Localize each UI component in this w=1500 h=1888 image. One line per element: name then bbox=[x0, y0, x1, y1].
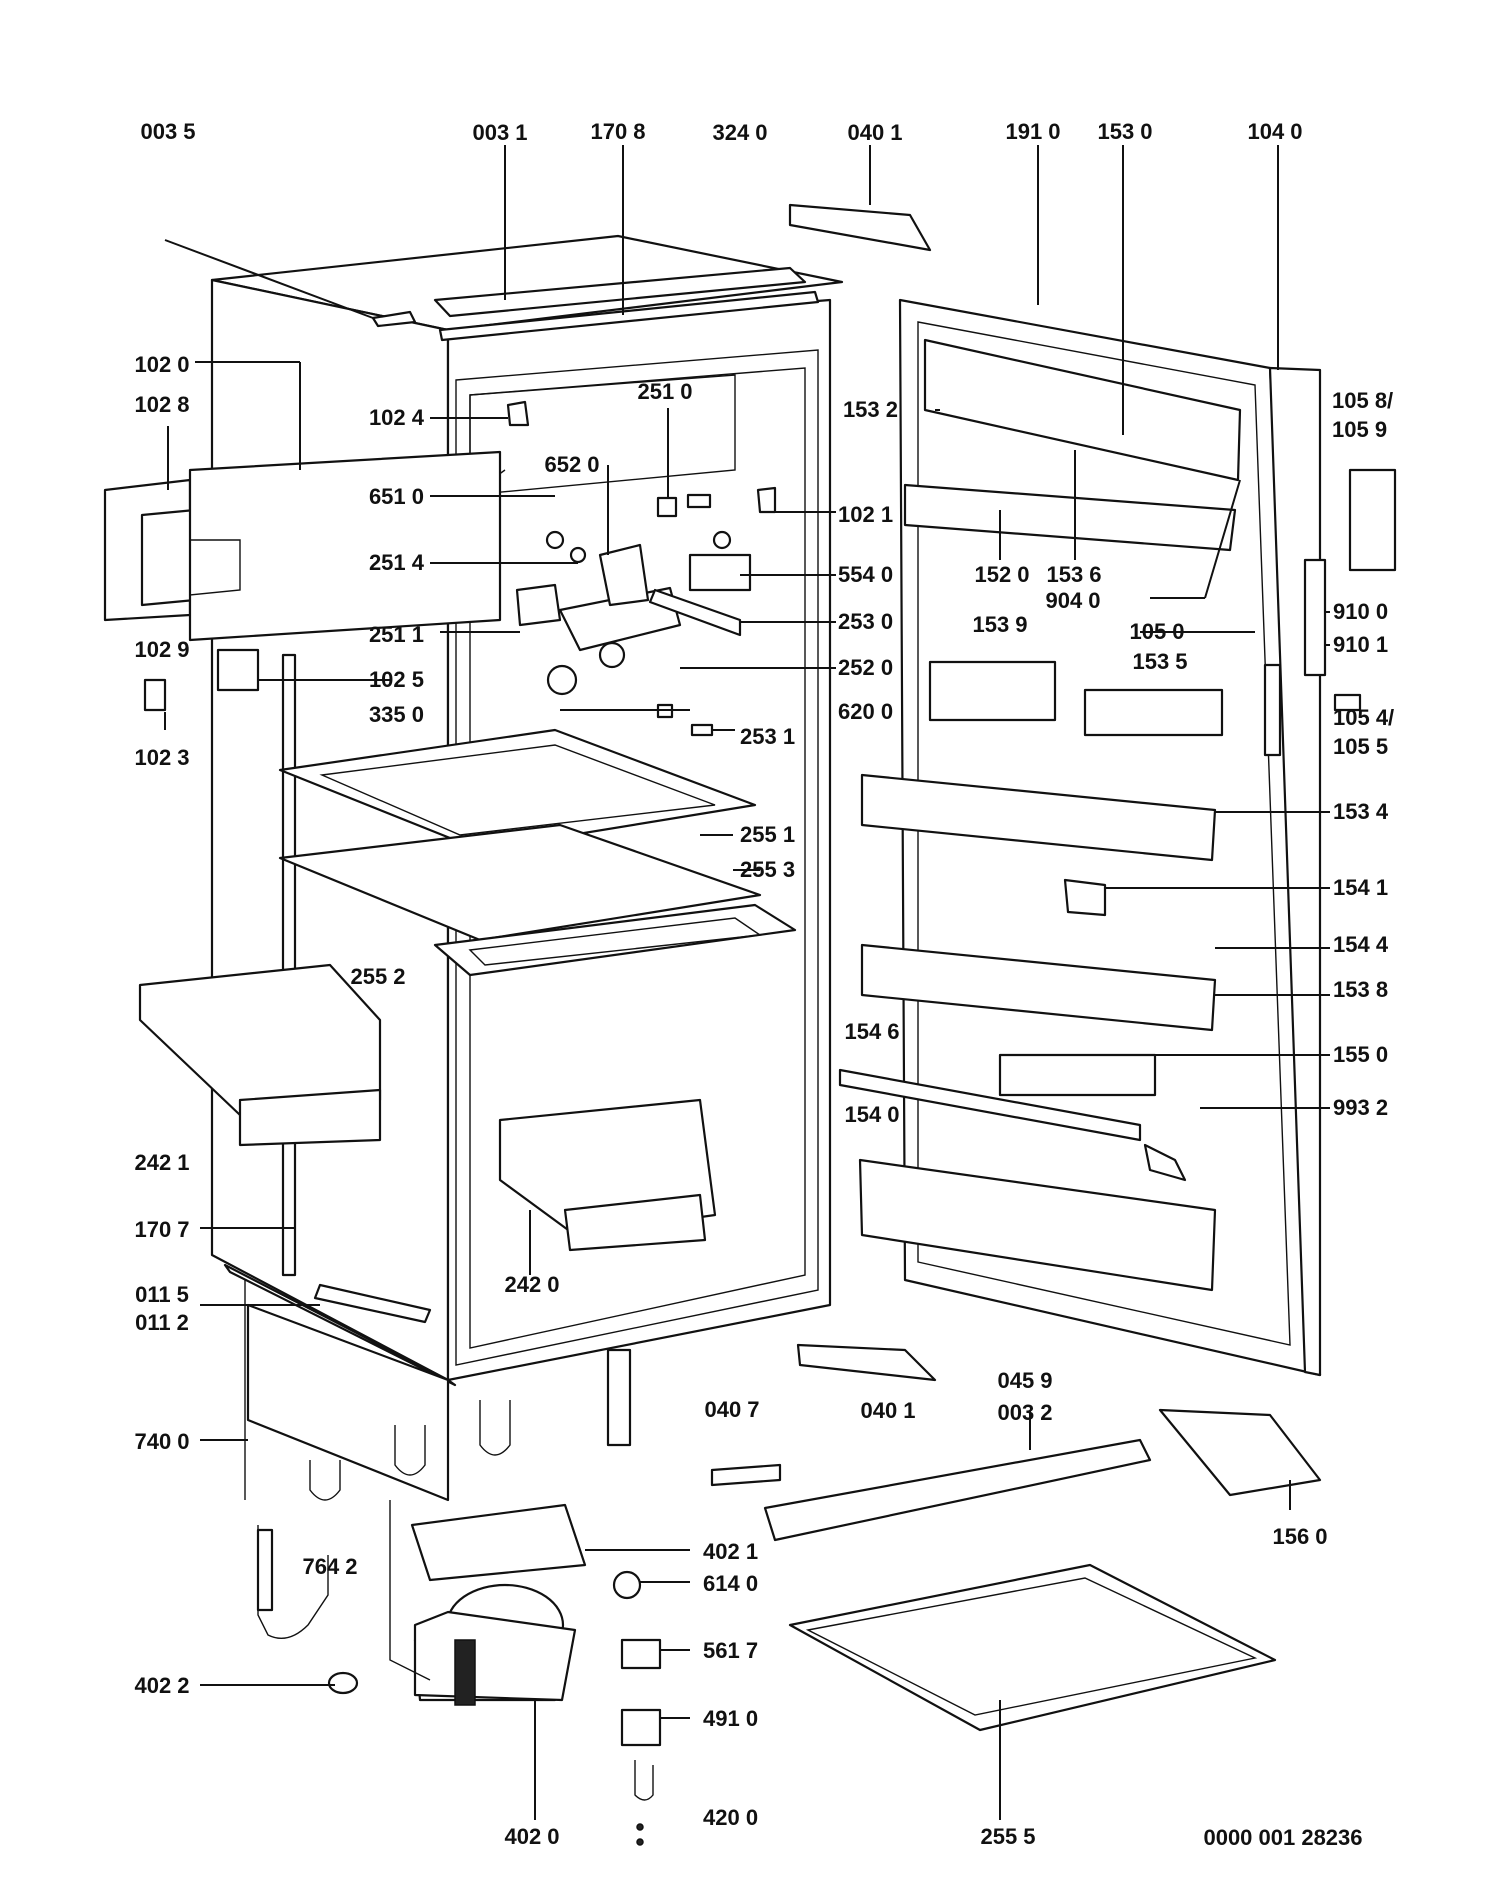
part-label-0112: 011 2 bbox=[135, 1310, 189, 1335]
part-label-2531: 253 1 bbox=[740, 724, 796, 749]
part-label-1028: 102 8 bbox=[134, 392, 190, 417]
part-label-2555: 255 5 bbox=[980, 1824, 1036, 1849]
part-label-4022: 402 2 bbox=[134, 1673, 190, 1698]
part-label-9040: 904 0 bbox=[1045, 588, 1101, 613]
part-label-3350: 335 0 bbox=[368, 702, 424, 727]
part-label-1550: 155 0 bbox=[1333, 1042, 1389, 1067]
condenser-compressor bbox=[246, 1303, 662, 1846]
part-label-1538: 153 8 bbox=[1333, 977, 1389, 1002]
part-label-5540: 554 0 bbox=[838, 562, 894, 587]
part-label-0401-bottom: 040 1 bbox=[860, 1398, 916, 1423]
part-label-2421: 242 1 bbox=[134, 1150, 190, 1175]
part-label-2511: 251 1 bbox=[368, 622, 424, 647]
part-label-1058-1059: 105 8/ 105 9 bbox=[1332, 388, 1394, 442]
part-label-1532: 153 2 bbox=[842, 397, 898, 422]
document-id: 0000 001 28236 bbox=[1203, 1825, 1363, 1850]
part-label-1535: 153 5 bbox=[1132, 649, 1188, 674]
part-label-2514: 251 4 bbox=[368, 550, 424, 575]
part-label-4910: 491 0 bbox=[703, 1706, 759, 1731]
part-label-1024: 102 4 bbox=[368, 405, 424, 430]
part-label-4200: 420 0 bbox=[703, 1805, 759, 1830]
part-label-1025: 102 5 bbox=[368, 667, 424, 692]
glass-shelves bbox=[138, 728, 797, 1252]
part-label-6200: 620 0 bbox=[838, 699, 894, 724]
part-label-1540: 154 0 bbox=[844, 1102, 900, 1127]
part-label-2510: 251 0 bbox=[637, 379, 693, 404]
part-label-1708: 170 8 bbox=[590, 119, 646, 144]
part-label-1910: 191 0 bbox=[1005, 119, 1061, 144]
part-label-2553: 255 3 bbox=[740, 857, 796, 882]
part-label-0115: 011 5 bbox=[135, 1282, 189, 1307]
part-label-7642: 764 2 bbox=[302, 1554, 358, 1579]
part-label-9101: 910 1 bbox=[1333, 632, 1389, 657]
part-label-6140: 614 0 bbox=[703, 1571, 759, 1596]
part-label-0401-top: 040 1 bbox=[847, 120, 903, 145]
part-label-0032: 003 2 bbox=[997, 1400, 1053, 1425]
part-label-1530: 153 0 bbox=[1097, 119, 1153, 144]
part-label-1050: 105 0 bbox=[1129, 619, 1185, 644]
door-bins bbox=[838, 338, 1242, 1292]
part-label-2520: 252 0 bbox=[838, 655, 894, 680]
part-label-1546: 154 6 bbox=[844, 1019, 900, 1044]
part-label-3240: 324 0 bbox=[712, 120, 768, 145]
part-label-1023: 102 3 bbox=[134, 745, 190, 770]
part-label-1534: 153 4 bbox=[1333, 799, 1389, 824]
part-label-9100: 910 0 bbox=[1333, 599, 1389, 624]
part-label-2551: 255 1 bbox=[740, 822, 796, 847]
part-label-1040: 104 0 bbox=[1247, 119, 1303, 144]
leader-lines bbox=[164, 145, 1330, 1820]
part-label-9932: 993 2 bbox=[1333, 1095, 1389, 1120]
hinges bbox=[710, 203, 1397, 1497]
part-label-2552: 255 2 bbox=[350, 964, 406, 989]
light-housing bbox=[103, 400, 777, 737]
part-label-2420: 242 0 bbox=[504, 1272, 560, 1297]
part-label-0035: 003 5 bbox=[140, 119, 196, 144]
part-label-1541: 154 1 bbox=[1333, 875, 1389, 900]
part-label-4021: 402 1 bbox=[703, 1539, 759, 1564]
part-label-5617: 561 7 bbox=[703, 1638, 759, 1663]
part-label-0407: 040 7 bbox=[704, 1397, 760, 1422]
base-plates bbox=[313, 1283, 1277, 1732]
part-label-0459: 045 9 bbox=[997, 1368, 1053, 1393]
part-label-1021: 102 1 bbox=[838, 502, 894, 527]
part-label-1560: 156 0 bbox=[1272, 1524, 1328, 1549]
part-label-1539: 153 9 bbox=[972, 612, 1028, 637]
part-label-1029: 102 9 bbox=[134, 637, 190, 662]
part-label-6510: 651 0 bbox=[368, 484, 424, 509]
part-label-2530: 253 0 bbox=[838, 609, 894, 634]
part-label-4020: 402 0 bbox=[504, 1824, 560, 1849]
part-label-1536: 153 6 bbox=[1046, 562, 1102, 587]
part-label-0031: 003 1 bbox=[472, 120, 528, 145]
part-label-7400: 740 0 bbox=[134, 1429, 190, 1454]
part-label-1020: 102 0 bbox=[134, 352, 190, 377]
part-label-1707: 170 7 bbox=[134, 1217, 190, 1242]
part-label-1520: 152 0 bbox=[974, 562, 1030, 587]
part-label-1054-1055: 105 4/ 105 5 bbox=[1333, 705, 1395, 759]
part-label-6520: 652 0 bbox=[544, 452, 600, 477]
part-label-1544: 154 4 bbox=[1333, 932, 1389, 957]
